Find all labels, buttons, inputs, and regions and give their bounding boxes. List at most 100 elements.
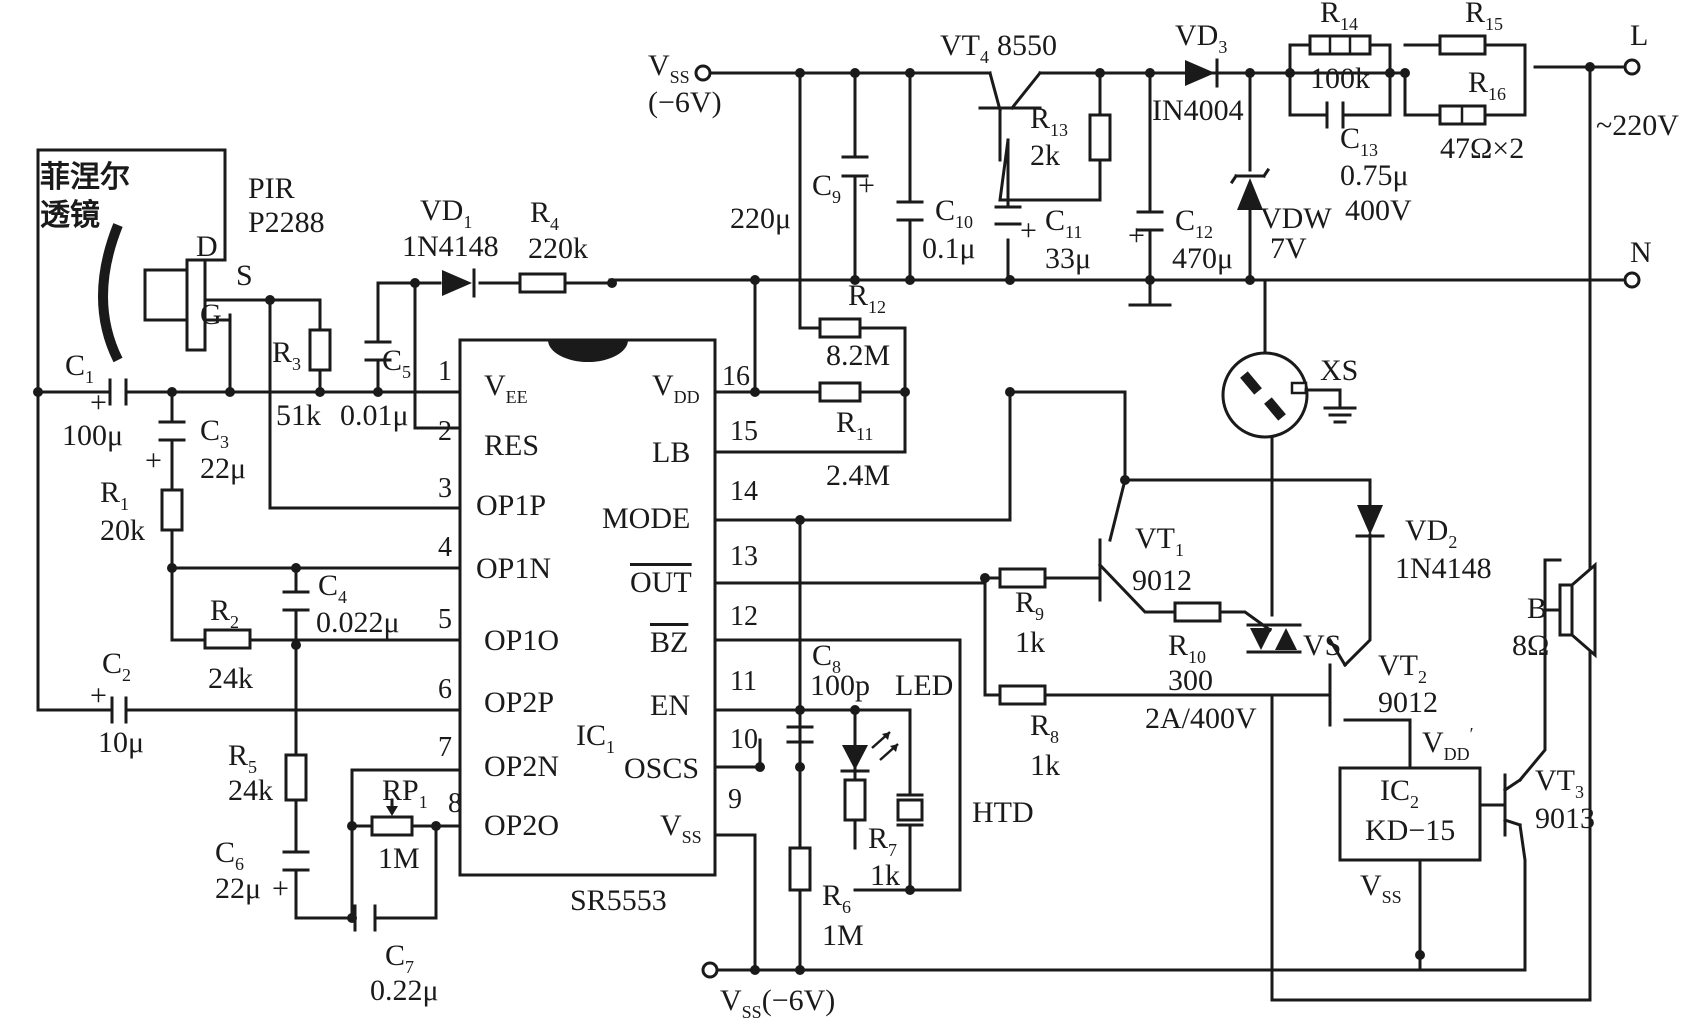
r2-body	[203, 628, 252, 650]
rp1-body	[370, 798, 414, 837]
svg-text:RES: RES	[484, 429, 539, 462]
vt1-label: VT1	[1135, 522, 1184, 560]
c6-label: C6	[215, 836, 244, 874]
c9-plus: +	[858, 169, 875, 202]
speaker-value: 8Ω	[1512, 629, 1549, 662]
labels: 菲涅尔 透镜 PIR P2288 D S G VSS (−6V) VSS(−6V…	[40, 0, 1679, 1022]
r13-body	[1088, 113, 1112, 162]
speaker-body	[1543, 561, 1597, 659]
n-terminal	[1623, 271, 1641, 289]
r12-body	[818, 317, 862, 339]
r13-label: R13	[1030, 102, 1068, 140]
r12-label: R12	[848, 279, 886, 317]
r16-label: R16	[1468, 66, 1506, 104]
c13-label: C13	[1340, 122, 1378, 160]
c13-value: 0.75μ	[1340, 159, 1409, 192]
r9-value: 1k	[1015, 626, 1045, 659]
c6-plus: +	[272, 872, 289, 905]
c7-value: 0.22μ	[370, 974, 439, 1007]
r16-value: 47Ω×2	[1440, 132, 1524, 165]
resistors	[160, 34, 1487, 892]
c9-label: C9	[812, 169, 841, 207]
terminals	[694, 58, 1641, 979]
rp1-value: 1M	[378, 842, 420, 875]
vdw-value: 7V	[1270, 232, 1307, 265]
svg-text:OP1O: OP1O	[484, 624, 559, 657]
svg-text:LB: LB	[652, 436, 690, 469]
c6-value: 22μ	[215, 872, 261, 905]
r2-label: R2	[210, 594, 239, 632]
r8-label: R8	[1030, 709, 1059, 747]
r10-value: 300	[1168, 664, 1213, 697]
svg-text:15: 15	[730, 416, 758, 447]
svg-text:6: 6	[438, 674, 452, 705]
ic2-vdd: VDD′	[1422, 724, 1474, 764]
svg-text:2: 2	[438, 416, 452, 447]
pir-pin-s: S	[236, 259, 253, 292]
r10-body	[1173, 601, 1222, 623]
speaker-label: B	[1527, 592, 1547, 625]
svg-text:10: 10	[730, 724, 758, 755]
ic2-part: KD−15	[1365, 814, 1455, 847]
vs-body	[1246, 623, 1302, 654]
vss-top-label: VSS	[648, 49, 690, 87]
vss-bottom-label: VSS(−6V)	[720, 984, 835, 1022]
vss-top-value: (−6V)	[648, 86, 722, 119]
diodes	[442, 58, 1385, 773]
c2-label: C2	[102, 647, 131, 685]
c5-value: 0.01μ	[340, 399, 409, 432]
vd2-part: 1N4148	[1395, 552, 1492, 585]
pir-pin-d: D	[196, 230, 218, 263]
c12-label: C12	[1175, 204, 1213, 242]
wires	[36, 43, 1624, 1002]
htd-body	[896, 758, 924, 860]
ic1-right-pin-names: VDD LB MODE OUT BZ EN OSCS VSS	[602, 369, 702, 847]
r7-value: 1k	[870, 859, 900, 892]
lens-label-line1: 菲涅尔	[40, 160, 130, 195]
ic2-body	[1338, 766, 1482, 862]
led-label: LED	[895, 669, 953, 702]
mains-n: N	[1630, 236, 1652, 269]
vs-rating: 2A/400V	[1145, 702, 1257, 735]
svg-text:7: 7	[438, 732, 452, 763]
svg-text:8: 8	[448, 788, 462, 819]
pir-label: PIR	[248, 172, 295, 205]
r14-label: R14	[1320, 0, 1358, 34]
ic1-ref: IC1	[576, 719, 615, 757]
r9-body	[998, 567, 1047, 589]
vdw-label: VDW	[1260, 202, 1332, 235]
pir-sensor-body	[98, 198, 232, 363]
svg-text:OP2O: OP2O	[484, 809, 559, 842]
vss-top-terminal	[694, 64, 712, 82]
c12-value: 470μ	[1172, 242, 1233, 275]
capacitors	[108, 101, 1345, 932]
r3-value: 51k	[276, 399, 321, 432]
r3-label: R3	[272, 336, 301, 374]
r9-label: R9	[1015, 586, 1044, 624]
svg-text:OP2N: OP2N	[484, 750, 559, 783]
svg-text:OP2P: OP2P	[484, 686, 554, 719]
vt1-part: 9012	[1132, 564, 1192, 597]
r14-body	[1308, 34, 1372, 56]
r8-value: 1k	[1030, 749, 1060, 782]
svg-text:11: 11	[730, 666, 757, 697]
vt2-part: 9012	[1378, 686, 1438, 719]
lens-label-line2: 透镜	[40, 198, 100, 233]
r12-value: 8.2M	[826, 339, 890, 372]
c12-plus: +	[1128, 219, 1145, 252]
vt2-label: VT2	[1378, 649, 1427, 687]
r1-value: 20k	[100, 514, 145, 547]
c3-plus: +	[145, 444, 162, 477]
ic2-ref: IC2	[1380, 774, 1419, 812]
c1-label: C1	[65, 349, 94, 387]
vt3-label: VT3	[1535, 764, 1584, 802]
c9-value: 220μ	[730, 202, 791, 235]
r8-body	[998, 684, 1047, 706]
c3-label: C3	[200, 414, 229, 452]
svg-text:16: 16	[722, 361, 750, 392]
svg-text:EN: EN	[650, 689, 690, 722]
ic1-left-pin-numbers: 1 2 3 4 5 6 7 8	[438, 356, 462, 819]
r4-body	[518, 272, 567, 294]
ic1-right-pin-numbers: 16 15 14 13 12 11 10 9	[722, 361, 758, 815]
